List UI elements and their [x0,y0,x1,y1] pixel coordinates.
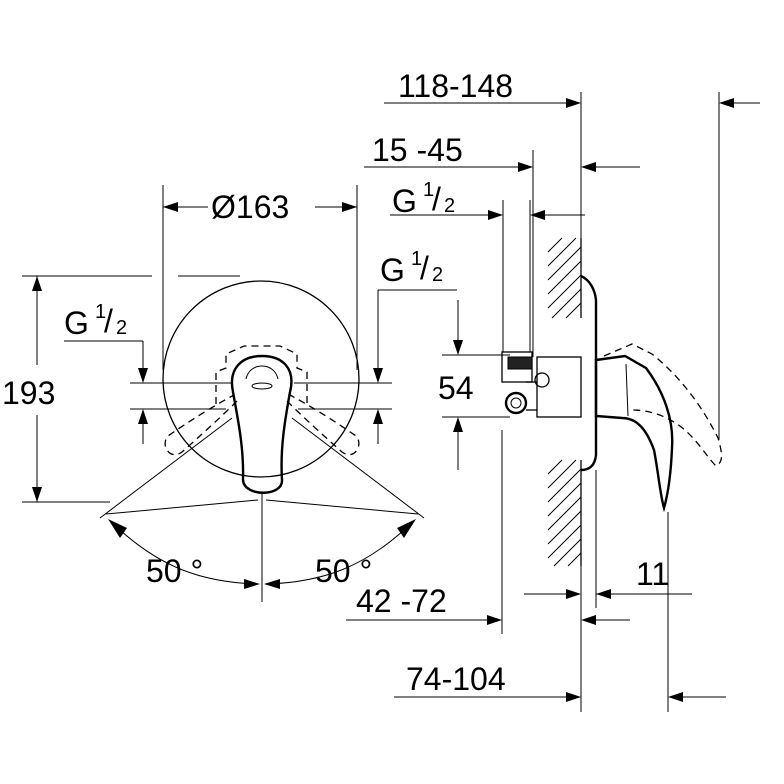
thread-side-arrow [488,210,503,220]
thread-right-g: G [380,252,405,288]
angle-left-label: 50 ° [146,553,203,589]
thread-side-arrow-right [530,210,545,220]
height-arrow-bottom [32,487,42,502]
dim-42-arrow [487,615,502,625]
angle-arrow-right-inner [264,579,280,589]
angle-arc-right [267,529,405,585]
thread-left-arrow-top [138,368,148,383]
valve-connector-block [507,356,533,370]
dim-42-arrow-right [581,615,596,625]
dim-42-label: 42 -72 [356,583,447,619]
outlet-fitting-inner [510,397,522,409]
thread-right-den: 2 [432,264,443,286]
wall-hatch-upper [547,237,582,319]
diameter-arrow-right [342,202,357,212]
dim-54-arrow-bottom [453,417,463,432]
dim-54-label: 54 [438,370,474,406]
wall-hatch-lower [547,459,582,567]
handle-inner-contour [245,365,279,380]
angle-arrow-right-outer [397,519,416,538]
escutcheon-profile [580,274,598,472]
dim-11-label: 11 [636,556,669,592]
thread-side-den: 2 [444,195,455,217]
angle-ext-left [99,417,233,519]
mixer-handle [230,354,293,494]
side-view: 118-148 15 -45 G 1 / 2 54 11 [346,68,760,712]
dim-15-arrow [518,162,533,172]
diameter-arrow-left [163,202,178,212]
thread-right-arrow-top [373,368,383,383]
handle-rotated-right [286,394,360,456]
dim-15-label: 15 -45 [372,132,463,168]
valve-plug [534,372,550,388]
angle-line-right [265,499,419,515]
dim-15-arrow-right [581,162,596,172]
thread-right-num: 1 [411,248,422,270]
angle-ext-right [291,417,425,519]
front-view: Ø163 193 G 1 / 2 G 1 / 2 [2,185,457,602]
cartridge-cap [215,345,308,404]
angle-right-label: 50 ° [315,553,372,589]
angle-arrow-left-inner [244,579,260,589]
thread-left-num: 1 [95,301,106,323]
dim-11-arrow-left [566,589,581,599]
handle-side-profile [594,354,674,513]
dim-74-label: 74-104 [406,661,506,697]
valve-body [536,356,582,418]
dim-74-arrow-right [668,692,683,702]
diameter-label: Ø163 [211,189,289,225]
thread-side-g: G [392,183,417,219]
angle-arrow-left-outer [108,519,127,538]
thread-side-num: 1 [423,179,434,201]
dim-118-label: 118-148 [398,68,513,104]
dim-74-arrow [566,692,581,702]
thread-right-slash: / [420,250,429,286]
height-label: 193 [2,375,55,411]
handle-rotated-left [164,394,238,456]
dim-11-arrow [596,589,611,599]
thread-left-slash: / [104,303,113,339]
dim-54-arrow-top [453,340,463,355]
dim-118-arrow-right [719,98,734,108]
handle-side-inner [625,363,629,417]
angle-arc-left [119,529,257,585]
dim-118-arrow [566,98,581,108]
escutcheon-plate [162,280,360,478]
angle-line-left [105,499,259,515]
height-arrow-top [32,276,42,291]
thread-side-slash: / [432,181,441,217]
thread-left-g: G [64,305,89,341]
handle-indicator [251,382,273,390]
outlet-fitting [504,391,528,415]
thread-left-den: 2 [116,317,127,339]
handle-lifted-position [603,343,723,467]
